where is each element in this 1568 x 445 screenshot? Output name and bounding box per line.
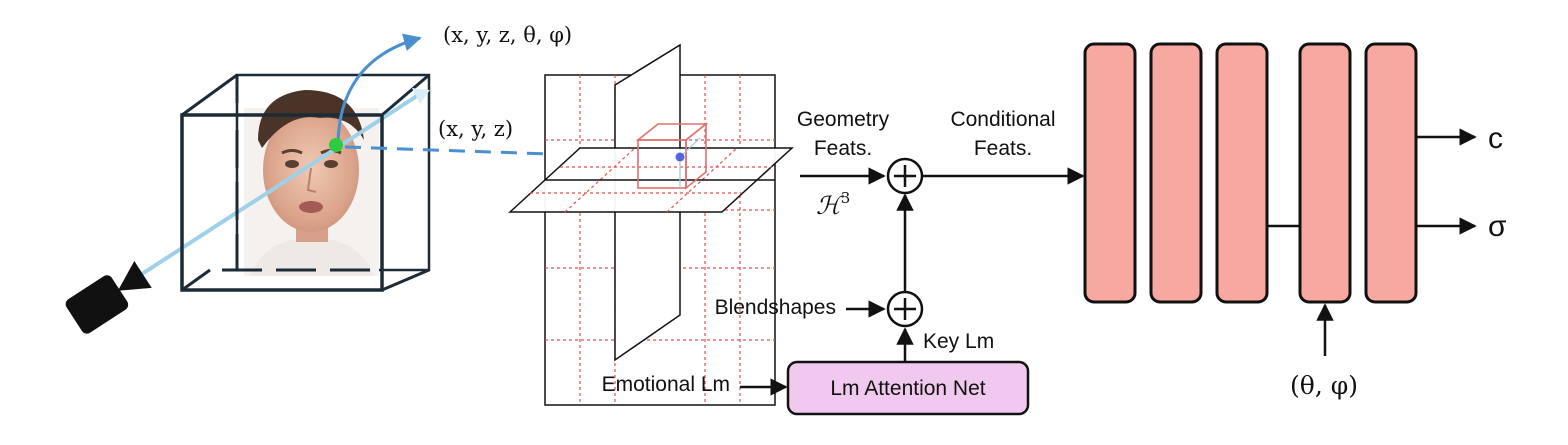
- geometry-feats-label-1: Geometry: [797, 108, 890, 131]
- hash-encoding-label: ℋ3: [816, 189, 850, 220]
- bounding-cube-front: [180, 75, 430, 292]
- conditional-feats-label-2: Feats.: [974, 137, 1032, 160]
- mlp-layer-4: [1298, 42, 1352, 304]
- plus-icon: [886, 290, 924, 328]
- mlp-layer-1: [1083, 42, 1137, 304]
- camera-ray-coords-label: (x, y, z, θ, φ): [443, 23, 572, 47]
- color-output-label: c: [1488, 122, 1503, 155]
- mlp-layer-5: [1364, 42, 1418, 304]
- plus-icon: [886, 157, 924, 195]
- view-dir-label: (θ, φ): [1290, 371, 1358, 400]
- density-output-label: σ: [1488, 210, 1507, 243]
- key-lm-label: Key Lm: [923, 330, 994, 353]
- mlp-layer-2: [1149, 42, 1203, 304]
- blendshapes-label: Blendshapes: [715, 296, 836, 319]
- sample-point: [329, 138, 343, 152]
- view-dir-arc: [336, 33, 422, 144]
- lm-attention-net-box: [786, 360, 1030, 416]
- face-image: [244, 90, 379, 276]
- conditional-feats-label-1: Conditional: [950, 108, 1055, 131]
- mlp-layer-3: [1215, 42, 1269, 304]
- geometry-feats-label-2: Feats.: [814, 137, 872, 160]
- camera-ray: [126, 92, 422, 285]
- query-cube: [635, 122, 709, 190]
- camera-icon: [65, 261, 152, 334]
- emotional-lm-label: Emotional Lm: [602, 373, 730, 396]
- lm-attention-net-label: Lm Attention Net: [830, 377, 985, 400]
- point-coords-label: (x, y, z): [438, 117, 513, 141]
- triplane: [508, 43, 794, 406]
- mlp-network: [1083, 42, 1418, 304]
